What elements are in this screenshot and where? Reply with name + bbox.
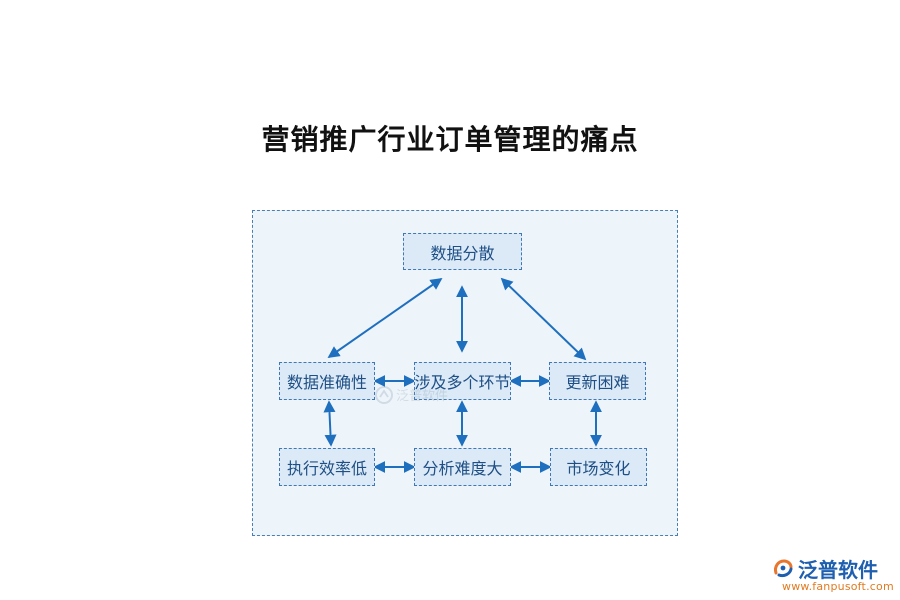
- watermark-text: 泛普软件: [396, 389, 449, 404]
- fanpu-logo-icon: [375, 386, 393, 404]
- diagram-edges: [323, 277, 602, 473]
- edge-data-scattered-data-accuracy: [327, 277, 443, 359]
- node-market-change: 市场变化: [550, 448, 647, 486]
- node-multiple-links: 涉及多个环节: [414, 362, 511, 400]
- node-low-efficiency: 执行效率低: [279, 448, 375, 486]
- edge-data-accuracy-low-efficiency: [323, 400, 337, 447]
- node-update-difficult: 更新困难: [549, 362, 646, 400]
- edge-data-scattered-update-difficult: [500, 277, 587, 361]
- fanpu-logo-icon: [774, 559, 793, 578]
- node-data-accuracy: 数据准确性: [279, 362, 375, 400]
- brand-name: 泛普软件: [798, 558, 878, 582]
- node-analysis-difficult: 分析难度大: [414, 448, 511, 486]
- diagram-title: 营销推广行业订单管理的痛点: [261, 123, 639, 156]
- brand-url: www.fanpusoft.com: [782, 580, 894, 593]
- brand-logo: 泛普软件 www.fanpusoft.com: [768, 553, 894, 595]
- watermark: 泛普软件: [374, 385, 454, 405]
- node-data-scattered: 数据分散: [403, 233, 522, 270]
